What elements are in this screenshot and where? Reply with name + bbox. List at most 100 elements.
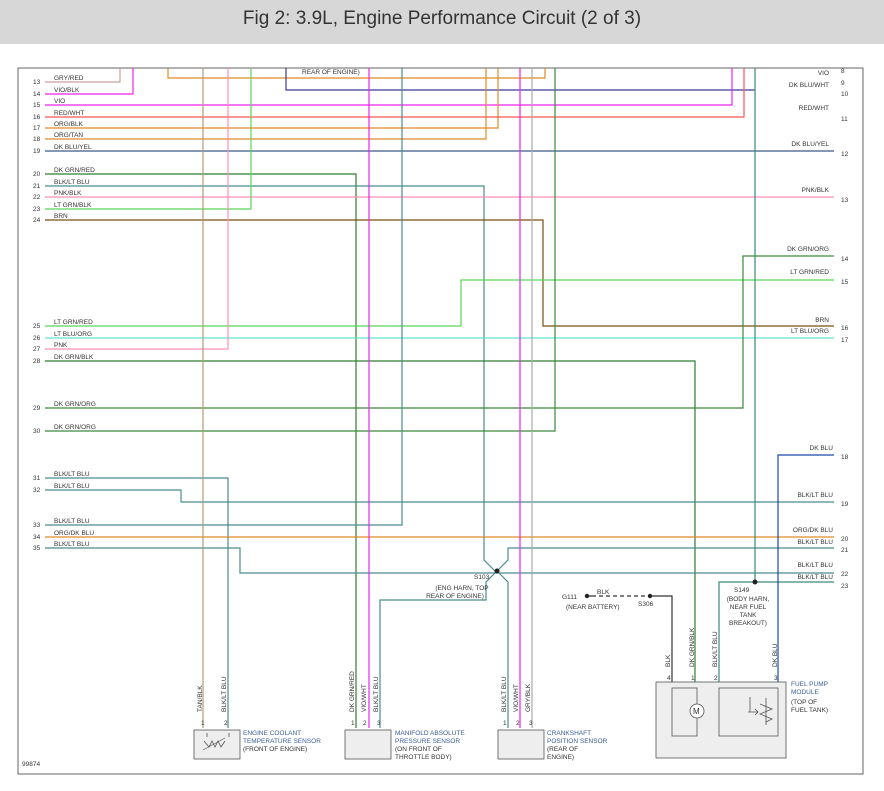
svg-text:(FRONT OF ENGINE): (FRONT OF ENGINE) (243, 746, 307, 753)
svg-text:2: 2 (224, 720, 228, 727)
svg-text:13: 13 (33, 79, 41, 86)
svg-text:18: 18 (841, 454, 849, 461)
svg-text:ENGINE COOLANT: ENGINE COOLANT (243, 730, 301, 737)
svg-text:1: 1 (691, 675, 695, 682)
svg-text:20: 20 (841, 536, 849, 543)
splice-s103: S103 (ENG HARN, TOP REAR OF ENGINE) (426, 574, 489, 600)
svg-text:3: 3 (377, 720, 381, 727)
svg-text:14: 14 (33, 91, 41, 98)
svg-text:DK BLU/YEL: DK BLU/YEL (54, 144, 92, 151)
svg-text:33: 33 (33, 522, 41, 529)
wire-blk-lt-blu-21r (496, 547, 834, 572)
svg-text:8: 8 (841, 68, 845, 75)
wire-s149-pump (718, 581, 755, 728)
wire-org-top (167, 68, 546, 79)
wire-org-tan (45, 68, 487, 140)
svg-text:30: 30 (33, 428, 41, 435)
svg-text:ENGINE): ENGINE) (547, 754, 574, 761)
svg-text:1: 1 (351, 720, 355, 727)
svg-text:PNK/BLK: PNK/BLK (54, 190, 82, 197)
svg-text:BLK/LT BLU: BLK/LT BLU (54, 471, 90, 478)
svg-text:14: 14 (841, 256, 849, 263)
svg-text:25: 25 (33, 323, 41, 330)
svg-text:19: 19 (841, 501, 849, 508)
wire-blk-lt-blu-33 (45, 68, 403, 526)
figure-id: 99874 (22, 761, 40, 768)
sender-resistor-icon (758, 698, 774, 725)
svg-text:17: 17 (841, 337, 849, 344)
motor-icon (689, 703, 705, 719)
svg-text:BLK/LT BLU: BLK/LT BLU (501, 676, 508, 712)
svg-text:2: 2 (714, 675, 718, 682)
wire-lt-grn-blk (45, 68, 252, 210)
svg-text:ORG/TAN: ORG/TAN (54, 132, 83, 139)
svg-text:19: 19 (33, 148, 41, 155)
svg-text:LT GRN/RED: LT GRN/RED (54, 319, 93, 326)
svg-text:LT GRN/BLK: LT GRN/BLK (54, 202, 92, 209)
ground-g111: G111 (NEAR BATTERY) BLK (562, 589, 620, 611)
svg-text:BLK/LT BLU: BLK/LT BLU (54, 483, 90, 490)
wire-dk-blu (777, 454, 834, 728)
svg-text:PNK/BLK: PNK/BLK (802, 187, 830, 194)
wire-dk-grn-org-29 (45, 255, 834, 409)
svg-text:10: 10 (841, 91, 849, 98)
svg-text:DK GRN/RED: DK GRN/RED (54, 167, 95, 174)
svg-text:PRESSURE SENSOR: PRESSURE SENSOR (395, 738, 460, 745)
svg-text:BLK/LT BLU: BLK/LT BLU (54, 541, 90, 548)
svg-text:1: 1 (503, 720, 507, 727)
wire-vio (45, 68, 733, 106)
wire-vio-blk (45, 68, 134, 95)
svg-text:DK GRN/RED: DK GRN/RED (349, 671, 356, 712)
svg-text:16: 16 (841, 325, 849, 332)
svg-text:TANK: TANK (740, 612, 758, 619)
svg-text:16: 16 (33, 114, 41, 121)
wire-red-wht (45, 68, 745, 118)
svg-text:DK BLU/WHT: DK BLU/WHT (789, 82, 829, 89)
svg-text:15: 15 (841, 279, 849, 286)
svg-text:VIO: VIO (818, 70, 829, 77)
svg-text:ORG/DK BLU: ORG/DK BLU (54, 530, 94, 537)
svg-text:S103: S103 (474, 574, 490, 581)
svg-text:29: 29 (33, 405, 41, 412)
svg-text:VIO/WHT: VIO/WHT (513, 684, 520, 712)
wire-pnk (45, 68, 229, 350)
splice-s103-dot (494, 568, 500, 574)
svg-text:32: 32 (33, 487, 41, 494)
svg-text:(TOP OF: (TOP OF (791, 699, 817, 706)
svg-text:BLK/LT BLU: BLK/LT BLU (797, 574, 833, 581)
map-body (344, 729, 392, 760)
svg-text:BREAKOUT): BREAKOUT) (729, 620, 767, 627)
svg-text:17: 17 (33, 125, 41, 132)
svg-text:(NEAR BATTERY): (NEAR BATTERY) (566, 604, 620, 611)
wires (45, 68, 834, 728)
svg-text:ORG/DK BLU: ORG/DK BLU (793, 527, 833, 534)
svg-text:DK GRN/BLK: DK GRN/BLK (689, 627, 696, 667)
svg-text:LT BLU/ORG: LT BLU/ORG (791, 328, 829, 335)
wire-org-blk (45, 68, 499, 129)
svg-text:GRY/RED: GRY/RED (54, 75, 84, 82)
svg-text:BLK/LT BLU: BLK/LT BLU (54, 179, 90, 186)
svg-text:LT BLU/ORG: LT BLU/ORG (54, 331, 92, 338)
svg-text:POSITION SENSOR: POSITION SENSOR (547, 738, 608, 745)
svg-text:DK BLU: DK BLU (772, 643, 779, 667)
svg-text:(ON FRONT OF: (ON FRONT OF (395, 746, 442, 753)
svg-text:BLK/LT BLU: BLK/LT BLU (373, 676, 380, 712)
svg-text:4: 4 (667, 675, 671, 682)
svg-text:CRANKSHAFT: CRANKSHAFT (547, 730, 591, 737)
svg-text:MODULE: MODULE (791, 689, 819, 696)
svg-text:BLK/LT BLU: BLK/LT BLU (221, 676, 228, 712)
svg-text:S149: S149 (734, 587, 750, 594)
fuel-pump-module: M 4 1 2 3 BLK DK GRN/BLK BLK/LT BLU DK B… (655, 627, 828, 759)
ckp-body (497, 729, 545, 760)
svg-text:BRN: BRN (815, 317, 829, 324)
wire-dk-grn-org-30 (45, 68, 556, 432)
svg-text:DK GRN/BLK: DK GRN/BLK (54, 354, 94, 361)
ect-body (193, 729, 241, 760)
wire-map-blk-lt-blu (379, 570, 498, 728)
wire-ckp-blk-lt-blu (496, 570, 509, 728)
splice-s306: S306 (638, 601, 654, 608)
svg-text:RED/WHT: RED/WHT (799, 105, 829, 112)
svg-text:RED/WHT: RED/WHT (54, 110, 84, 117)
figure-title: Fig 2: 3.9L, Engine Performance Circuit … (242, 8, 642, 29)
